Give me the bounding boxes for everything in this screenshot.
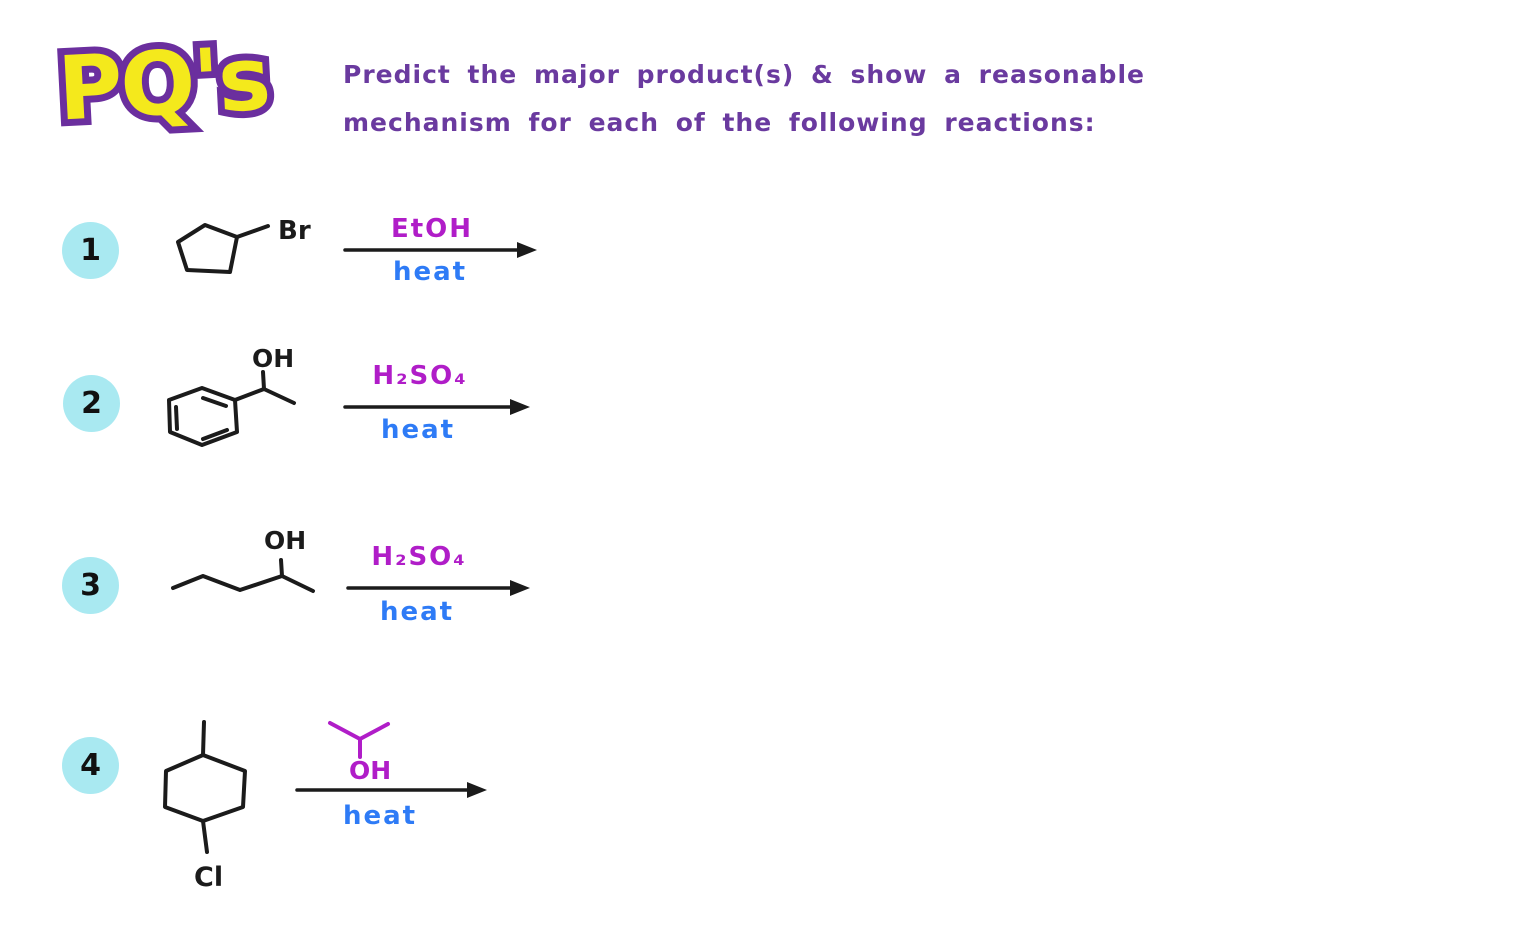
benzene-double-bond-2 — [201, 428, 229, 441]
reaction-2-number-badge: 2 — [63, 375, 120, 432]
reaction-2-reagent: H₂SO₄ — [372, 361, 468, 391]
reaction-3-scheme: OH — [171, 526, 530, 596]
hydroxyl-label: OH — [264, 526, 306, 555]
reaction-1-condition: heat — [392, 257, 468, 287]
reaction-4-number-badge: 4 — [62, 737, 119, 794]
pqs-logo: PQ's — [48, 20, 278, 148]
reaction-1-scheme: Br — [176, 216, 537, 274]
reaction-arrow-head — [510, 580, 530, 596]
page-title-line1: Predict the major product(s) & show a re… — [343, 60, 1145, 89]
ring-to-ch-bond — [233, 387, 266, 402]
methyl-bond — [201, 720, 206, 757]
hydroxyl-label: OH — [252, 344, 294, 373]
isopropanol-structure: OH — [328, 721, 391, 785]
isopropanol-hydroxyl-label: OH — [349, 756, 391, 785]
reaction-arrow-head — [467, 782, 487, 798]
reaction-1-reagent: EtOH — [390, 214, 474, 244]
page-title-line2: mechanism for each of the following reac… — [343, 108, 1096, 137]
benzene-double-bond-1 — [201, 396, 228, 408]
alkyl-chain — [171, 574, 315, 593]
isopropanol-left-methyl — [328, 721, 362, 741]
reaction-arrow-head — [510, 399, 530, 415]
cyclopentane-ring — [176, 223, 239, 274]
isopropanol-right-methyl — [358, 722, 390, 741]
bromine-label: Br — [278, 216, 311, 246]
c-oh-bond — [279, 558, 284, 578]
c-oh-bond — [261, 370, 266, 391]
page-title: Predict the major product(s) & show a re… — [343, 56, 1145, 152]
cyclohexane-ring — [163, 753, 247, 823]
chlorine-label: Cl — [194, 862, 223, 893]
c-br-bond — [235, 224, 270, 239]
benzene-double-bond-3 — [174, 405, 179, 431]
c-cl-bond — [201, 819, 209, 854]
reaction-4-scheme: Cl OH — [163, 720, 487, 893]
reaction-1-number-badge: 1 — [62, 222, 119, 279]
methyl-bond — [262, 387, 296, 405]
reaction-2-scheme: OH — [167, 344, 530, 447]
reaction-3-condition: heat — [379, 597, 455, 627]
reaction-3-number-badge: 3 — [62, 557, 119, 614]
reaction-3-reagent: H₂SO₄ — [371, 542, 467, 572]
reaction-arrow-head — [517, 242, 537, 258]
reaction-2-condition: heat — [380, 415, 456, 445]
reaction-4-condition: heat — [342, 801, 418, 831]
